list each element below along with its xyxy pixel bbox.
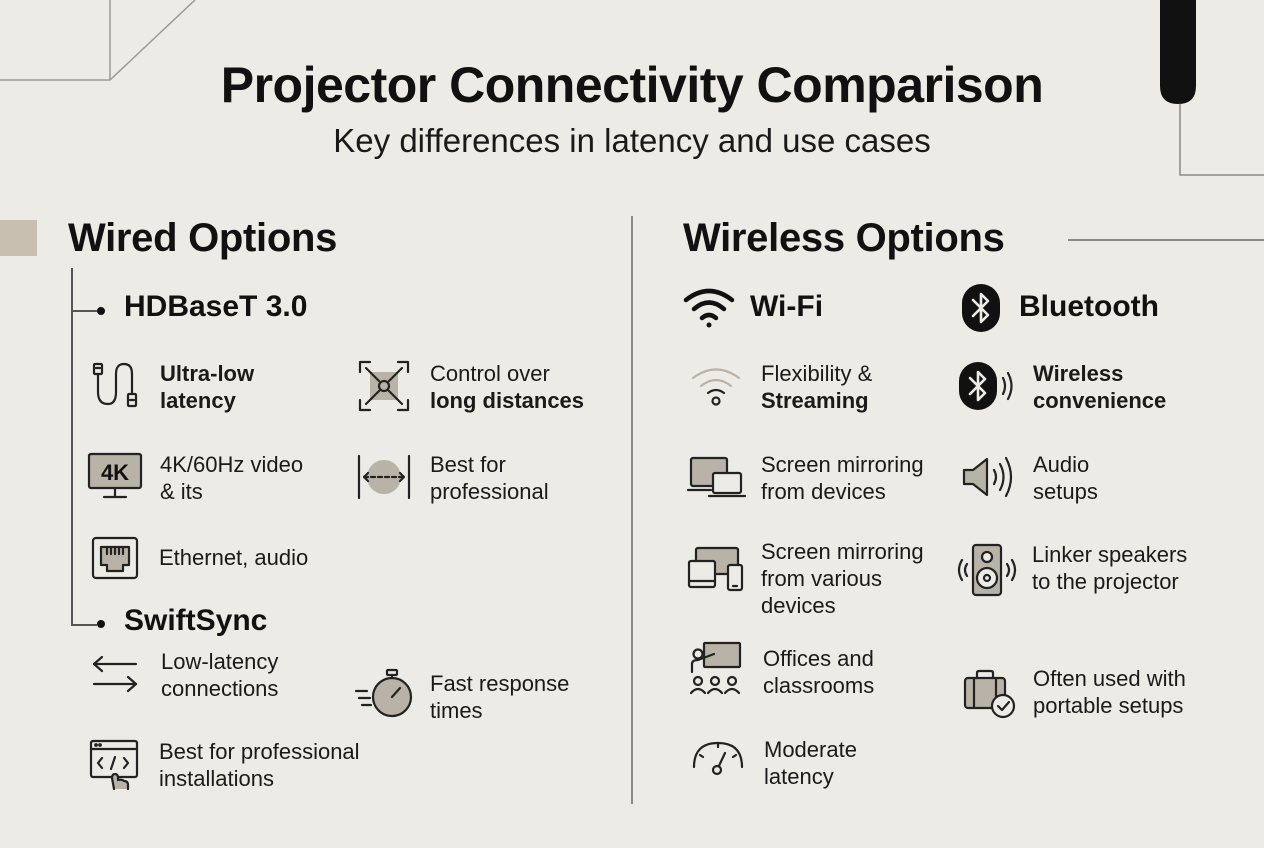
hdbaset-title: HDBaseT 3.0	[124, 290, 308, 323]
bidirectional-arrows-icon	[90, 652, 140, 696]
hdbaset-item-video: 4K/60Hz video& its	[160, 452, 304, 504]
wifi-title: Wi-Fi	[750, 290, 824, 323]
hdbaset-item-ethernet: Ethernet, audio	[159, 545, 309, 570]
corner-decoration-top-right	[1160, 0, 1264, 176]
page-subtitle: Key differences in latency and use cases	[333, 122, 931, 159]
bluetooth-heading-icon	[961, 283, 1001, 333]
wifi-item-flexibility: Flexibility &Streaming	[761, 361, 873, 413]
center-divider	[631, 216, 633, 804]
wireless-section-title: Wireless Options	[683, 216, 1005, 260]
hdmi-cable-icon	[88, 358, 144, 414]
swiftsync-title: SwiftSync	[124, 604, 268, 637]
speedometer-icon	[690, 737, 746, 777]
classroom-presentation-icon	[688, 640, 746, 696]
bluetooth-signal-icon	[957, 360, 1017, 412]
bullet-hdbaset	[97, 307, 105, 315]
loudspeaker-icon	[957, 542, 1017, 598]
4k-monitor-icon: 4K	[86, 450, 144, 502]
distance-span-icon	[356, 450, 412, 504]
multi-device-icon	[686, 545, 748, 593]
wired-section-title: Wired Options	[68, 216, 338, 260]
page-title: Projector Connectivity Comparison	[220, 57, 1044, 113]
bullet-swiftsync	[97, 620, 105, 628]
wired-tree-line	[71, 268, 73, 624]
stopwatch-icon	[354, 667, 416, 721]
tree-branch-swiftsync	[71, 624, 97, 626]
svg-text:4K: 4K	[101, 460, 129, 485]
ethernet-port-icon	[90, 535, 140, 581]
corner-decoration-top-left	[0, 0, 196, 81]
wifi-heading-icon	[683, 286, 735, 330]
speaker-volume-icon	[961, 454, 1017, 500]
accent-square	[0, 220, 37, 256]
long-distance-icon	[356, 358, 412, 414]
code-window-touch-icon	[88, 738, 142, 792]
briefcase-check-icon	[962, 668, 1018, 720]
wifi-signal-icon	[690, 364, 742, 408]
bluetooth-title: Bluetooth	[1019, 290, 1159, 323]
decorative-rule-right	[1068, 239, 1264, 241]
laptop-monitor-icon	[687, 455, 747, 499]
tree-branch-hdbaset	[71, 310, 97, 312]
